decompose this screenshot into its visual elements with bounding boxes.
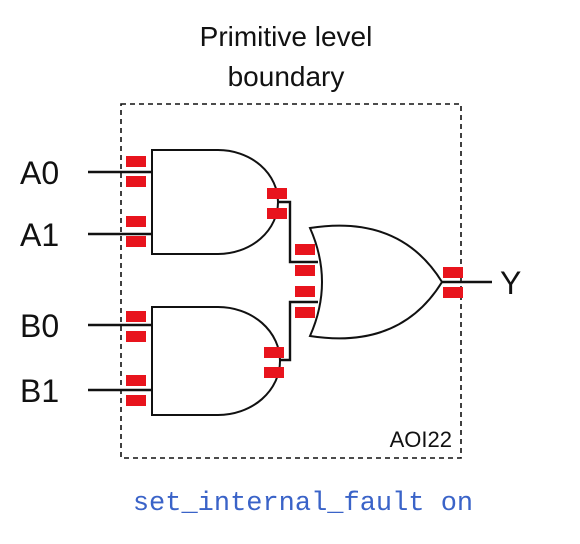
pin-a0-2 [126,176,146,187]
pin-b0-1 [126,311,146,322]
pin-or-out-1 [443,267,463,278]
command-text: set_internal_fault on [133,489,473,519]
pin-a0-1 [126,156,146,167]
pin-and-a-out-1 [267,188,287,199]
cell-name: AOI22 [390,427,452,452]
label-b1: B1 [20,373,59,409]
title-line-1: Primitive level [200,21,373,52]
label-a0: A0 [20,155,59,191]
pin-a1-1 [126,216,146,227]
pin-markers [126,156,463,406]
pin-and-a-out-2 [267,208,287,219]
pin-and-b-out-2 [264,367,284,378]
label-a1: A1 [20,217,59,253]
pin-b0-2 [126,331,146,342]
and-gate-b [151,306,281,416]
pin-or-in-4 [295,307,315,318]
pin-or-in-2 [295,265,315,276]
wire-and-a-to-or [278,200,318,264]
label-y: Y [500,265,521,301]
or-gate [308,224,444,340]
pin-b1-1 [126,375,146,386]
pin-b1-2 [126,395,146,406]
pin-a1-2 [126,236,146,247]
pin-or-out-2 [443,287,463,298]
pin-or-in-1 [295,244,315,255]
and-gate-a [151,149,279,255]
label-b0: B0 [20,308,59,344]
wire-and-b-to-or [280,300,318,362]
title-line-2: boundary [228,61,345,92]
pin-and-b-out-1 [264,347,284,358]
pin-or-in-3 [295,286,315,297]
